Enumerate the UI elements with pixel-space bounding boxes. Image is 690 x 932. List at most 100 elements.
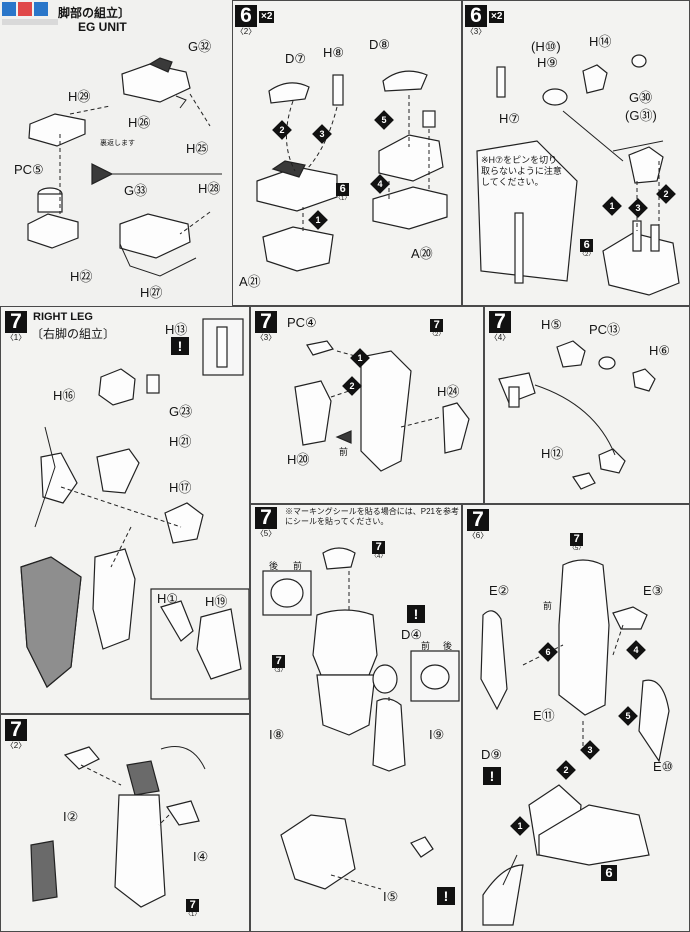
part-label-h21: H㉑ bbox=[169, 434, 192, 449]
step-7-5-illustration bbox=[262, 547, 460, 890]
step-number: 7 bbox=[467, 509, 489, 531]
part-label-e11: E⑪ bbox=[533, 708, 555, 723]
step-number: 7 bbox=[255, 311, 277, 333]
ref-step-number: 7 bbox=[372, 541, 386, 554]
panel-step-6-2: 6 〈2〉 ×2 D⑦ H⑧ D⑧ A㉑ A⑳ 6 〈1〉 1 2 3 4 5 bbox=[232, 0, 462, 306]
part-label-h10: (H⑩) bbox=[531, 39, 561, 54]
part-label-h20: H⑳ bbox=[287, 452, 310, 467]
front-indicator-2: 前 bbox=[421, 641, 431, 651]
part-label-h27: H㉗ bbox=[140, 285, 163, 300]
part-label-h19: H⑲ bbox=[205, 594, 228, 609]
ref-step-sub: 〈5〉 bbox=[569, 546, 585, 552]
ref-step-number: 7 bbox=[272, 655, 286, 668]
part-label-i8: I⑧ bbox=[269, 727, 285, 742]
step-sub: 〈1〉 bbox=[5, 333, 27, 342]
part-label-i5: I⑤ bbox=[383, 889, 399, 904]
part-label-g23: G㉓ bbox=[169, 404, 193, 419]
step-sub: 〈2〉 bbox=[5, 741, 27, 750]
quantity-multiplier: ×2 bbox=[259, 11, 275, 23]
panel-step-7-4: 7 〈4〉 H⑤ PC⑬ H⑥ H⑫ bbox=[484, 306, 690, 504]
ref-step-sub: 〈3〉 bbox=[271, 668, 287, 674]
section-title-en: RIGHT LEG bbox=[33, 311, 93, 323]
part-label-d8: D⑧ bbox=[369, 37, 391, 52]
part-label-pc4: PC④ bbox=[287, 315, 317, 330]
panel-step-7-6: 7 〈6〉 7 〈5〉 E② E③ 前 E⑪ D⑨ ! E⑩ 1 2 3 4 5… bbox=[462, 504, 690, 932]
section-title-jp: 脚部の組立〕 bbox=[58, 6, 131, 20]
part-label-i9: I⑨ bbox=[429, 727, 445, 742]
panel-step-7-1: 7 〈1〉 RIGHT LEG 〔右脚の組立〕 H⑬ ! H⑯ G㉓ H㉑ H⑰… bbox=[0, 306, 250, 714]
part-label-h14: H⑭ bbox=[589, 34, 612, 49]
ref-step-badge: 6 〈1〉 bbox=[335, 183, 350, 203]
ref-step-number: 6 bbox=[601, 865, 617, 881]
part-label-e2: E② bbox=[489, 583, 510, 598]
ref-step-sub: 〈1〉 bbox=[335, 196, 351, 202]
ref-step-top: 7 〈4〉 bbox=[371, 541, 386, 561]
part-label-h1: H① bbox=[157, 591, 179, 606]
ref-step-number: 7 bbox=[570, 533, 584, 546]
order-marker-1: 1 bbox=[602, 196, 622, 216]
step-number: 7 bbox=[255, 507, 277, 529]
part-label-h7: H⑦ bbox=[499, 111, 521, 126]
step-number: 7 bbox=[5, 311, 27, 333]
back-indicator-2: 後 bbox=[443, 641, 453, 651]
step-6-3-illustration bbox=[476, 54, 680, 296]
ref-step-sub: 〈1〉 bbox=[185, 912, 201, 918]
step-sub: 〈3〉 bbox=[465, 27, 487, 36]
ref-step-badge: 7 〈2〉 bbox=[429, 319, 444, 339]
step-sub: 〈5〉 bbox=[255, 529, 277, 538]
order-marker-2: 2 bbox=[656, 184, 676, 204]
part-label-h8: H⑧ bbox=[323, 45, 345, 60]
order-marker-3: 3 bbox=[312, 124, 332, 144]
ref-step-badge: 7 〈5〉 bbox=[569, 533, 584, 553]
part-label-h16: H⑯ bbox=[53, 388, 76, 403]
part-label-h26: H㉖ bbox=[128, 115, 151, 130]
ref-step-number: 7 bbox=[430, 319, 444, 332]
step-sub: 〈3〉 bbox=[255, 333, 277, 342]
part-label-i4: I④ bbox=[193, 849, 209, 864]
part-label-a21: A㉑ bbox=[239, 274, 261, 289]
step-7-4-illustration bbox=[498, 340, 656, 490]
order-marker-3: 3 bbox=[580, 740, 600, 760]
step-number: 6 bbox=[235, 5, 257, 27]
ref-step-sub: 〈2〉 bbox=[579, 252, 595, 258]
step-7-2-illustration bbox=[30, 746, 206, 908]
part-label-e10: E⑩ bbox=[653, 759, 674, 774]
part-label-h24: H㉔ bbox=[437, 384, 460, 399]
step-badge: 7 〈3〉 bbox=[255, 311, 277, 342]
part-label-d7: D⑦ bbox=[285, 51, 307, 66]
flip-note: 裏返します bbox=[100, 140, 135, 147]
step-sub: 〈4〉 bbox=[489, 333, 511, 342]
order-marker-1: 1 bbox=[350, 348, 370, 368]
ref-step-sub: 〈4〉 bbox=[371, 554, 387, 560]
order-marker-1: 1 bbox=[308, 210, 328, 230]
order-marker-4: 4 bbox=[370, 174, 390, 194]
order-marker-3: 3 bbox=[628, 198, 648, 218]
part-label-e3: E③ bbox=[643, 583, 664, 598]
step-6-2-illustration bbox=[256, 70, 448, 272]
ref-step-bottom: 6 bbox=[601, 865, 617, 881]
part-label-h13: H⑬ bbox=[165, 322, 188, 337]
step-badge: 7 〈2〉 bbox=[5, 719, 27, 750]
part-label-g33: G㉝ bbox=[124, 183, 148, 198]
order-marker-4: 4 bbox=[626, 640, 646, 660]
order-marker-2: 2 bbox=[556, 760, 576, 780]
marking-sticker-note: ※マーキングシールを貼る場合には、P21を参考にシールを貼ってください。 bbox=[285, 507, 459, 526]
part-label-i2: I② bbox=[63, 809, 79, 824]
step-badge: 7 〈5〉 bbox=[255, 507, 277, 538]
step-7-6-illustration bbox=[480, 559, 670, 926]
order-marker-5: 5 bbox=[618, 706, 638, 726]
warning-icon: ! bbox=[171, 337, 189, 355]
part-label-h29: H㉙ bbox=[68, 89, 91, 104]
back-indicator: 後 bbox=[269, 561, 279, 571]
part-label-h12: H⑫ bbox=[541, 446, 564, 461]
panel-step-7-3: 7 〈3〉 PC④ H㉔ H⑳ 前 7 〈2〉 1 2 bbox=[250, 306, 484, 504]
part-label-g30: G㉚ bbox=[629, 90, 653, 105]
step-number: 7 bbox=[489, 311, 511, 333]
step-number: 7 bbox=[5, 719, 27, 741]
front-indicator: 前 bbox=[293, 561, 303, 571]
step-7-3-illustration bbox=[294, 340, 470, 472]
ref-step-sub: 〈2〉 bbox=[429, 332, 445, 338]
order-marker-1: 1 bbox=[510, 816, 530, 836]
part-label-h28: H㉘ bbox=[198, 181, 221, 196]
step-sub: 〈6〉 bbox=[467, 531, 489, 540]
